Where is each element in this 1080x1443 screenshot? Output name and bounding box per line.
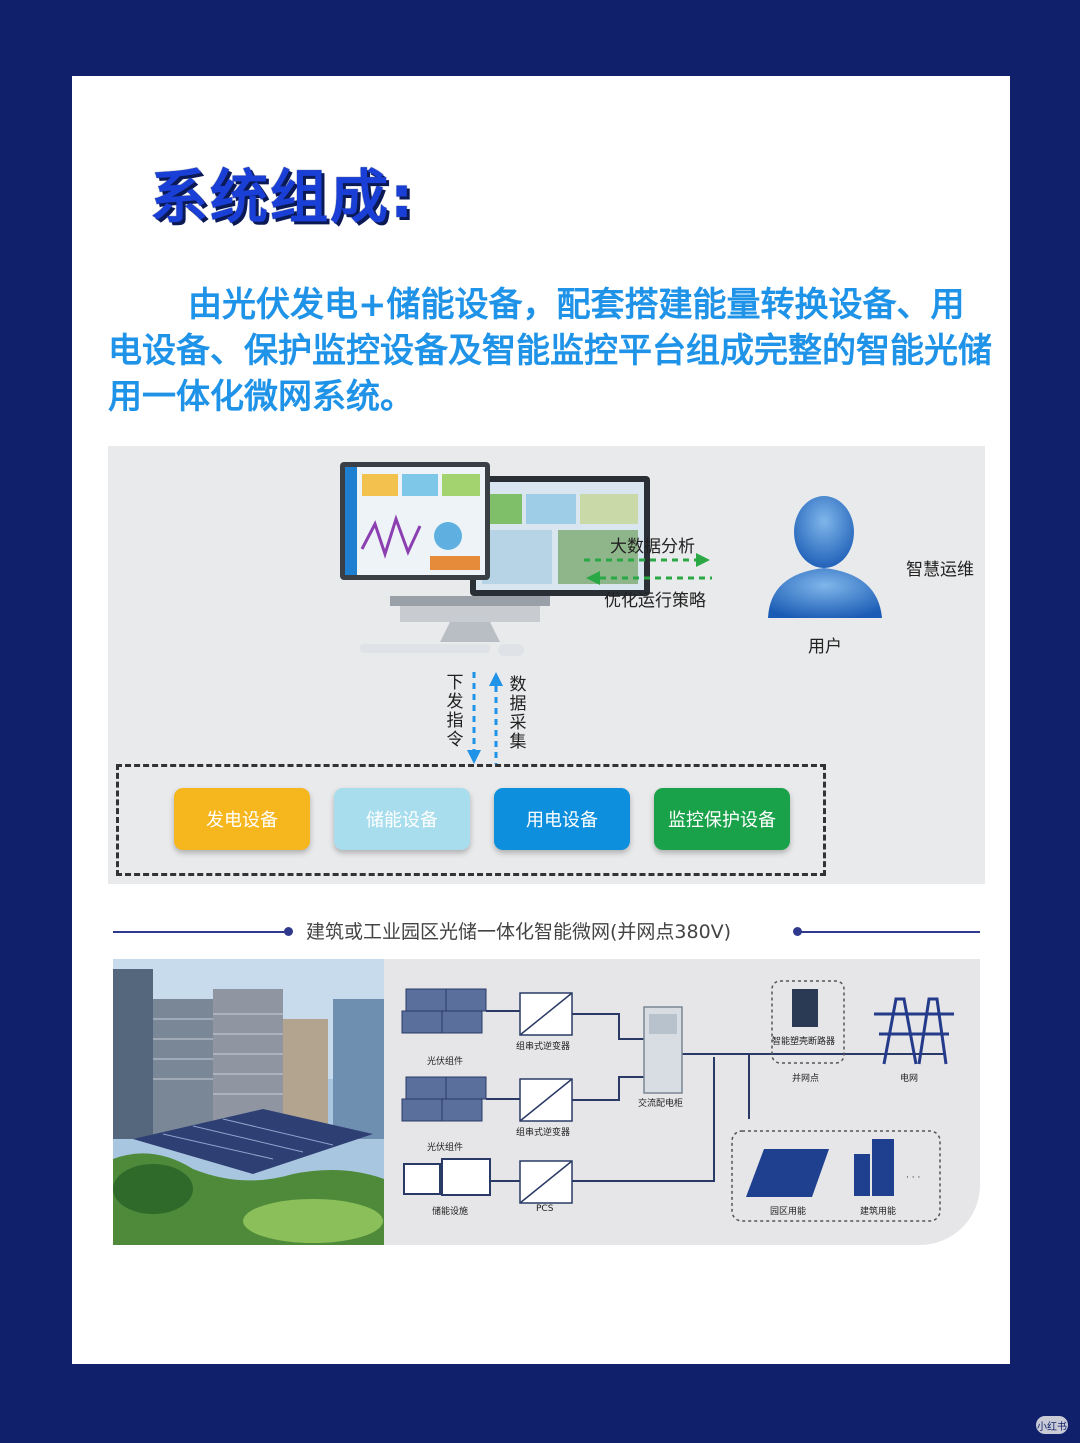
command-data-arrows: [467, 672, 503, 764]
pv-module-label-2: 光伏组件: [427, 1143, 464, 1153]
building-load-label: 建筑用能: [860, 1207, 897, 1217]
big-data-label: 大数据分析: [610, 537, 695, 557]
divider-dot-left: [284, 927, 293, 936]
grid-point-label: 并网点: [792, 1074, 820, 1084]
smart-ops-label: 智慧运维: [906, 560, 974, 580]
protection-monitoring-equipment: 监控保护设备: [654, 788, 790, 850]
intro-text: 由光伏发电+储能设备，配套搭建能量转换设备、用电设备、保护监控设备及智能监控平台…: [108, 285, 992, 417]
divider-line-left: [113, 931, 288, 933]
string-inverter-label-2: 组串式逆变器: [516, 1128, 571, 1138]
user-label: 用户: [808, 637, 842, 657]
intro-paragraph: 由光伏发电+储能设备，配套搭建能量转换设备、用电设备、保护监控设备及智能监控平台…: [108, 282, 998, 420]
pv-module-label-1: 光伏组件: [427, 1057, 464, 1067]
devices-group: [116, 764, 826, 876]
generation-equipment: 发电设备: [174, 788, 310, 850]
storage-equipment: 储能设备: [334, 788, 470, 850]
optimize-label: 优化运行策略: [604, 591, 706, 611]
more-loads-ellipsis: · · ·: [906, 1173, 921, 1183]
storage-facility-label: 储能设施: [432, 1207, 469, 1217]
user-icon: [768, 496, 882, 618]
schematic-drawing: [401, 980, 954, 1222]
monitoring-platform-icon: [340, 462, 650, 656]
architecture-diagram: 大数据分析 优化运行策略 用户 智慧运维 下发指令 数据采集 发电设备 储能设备…: [108, 446, 985, 884]
divider-line-right: [800, 931, 980, 933]
watermark-badge: 小红书: [1036, 1416, 1068, 1434]
microgrid-schematic: 光伏组件 组串式逆变器 光伏组件 组串式逆变器 储能设施 PCS 交流配电柜 智…: [384, 959, 980, 1245]
pcs-label: PCS: [536, 1204, 554, 1214]
ac-cabinet-label: 交流配电柜: [638, 1099, 684, 1109]
breaker-label: 智能塑壳断路器: [772, 1037, 836, 1047]
page-title: 系统组成:: [150, 163, 416, 231]
consumption-equipment: 用电设备: [494, 788, 630, 850]
string-inverter-label-1: 组串式逆变器: [516, 1042, 571, 1052]
send-command-label: 下发指令: [446, 673, 464, 750]
park-load-label: 园区用能: [770, 1207, 807, 1217]
section-title: 建筑或工业园区光储一体化智能微网(并网点380V): [306, 921, 732, 943]
grid-label: 电网: [900, 1074, 919, 1084]
data-collect-label: 数据采集: [509, 675, 527, 752]
divider-dot-right: [793, 927, 802, 936]
data-flow-arrows: [584, 553, 712, 585]
industrial-park-photo: [113, 959, 384, 1245]
